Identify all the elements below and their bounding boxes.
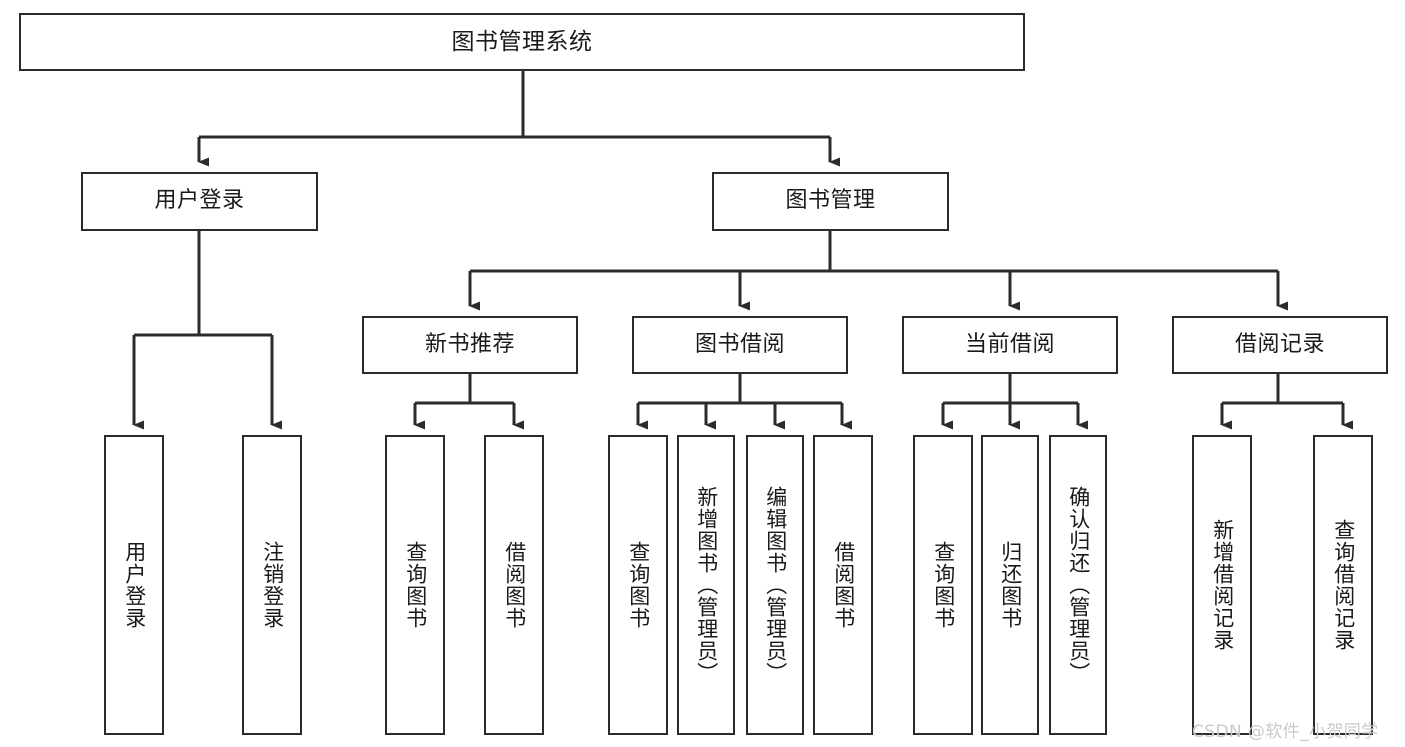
node-label: 查询图书 (931, 541, 956, 629)
node-label: 确认归还（管理员） (1066, 486, 1091, 684)
leaf-query-book-current[interactable]: 查询图书 (913, 435, 973, 735)
node-label: 图书借阅 (694, 331, 785, 357)
connector-borrow-to-leaves (636, 374, 852, 430)
node-label: 查询借阅记录 (1331, 519, 1356, 651)
leaf-query-book-newbook[interactable]: 查询图书 (385, 435, 445, 735)
connector-newbook-to-leaves (413, 374, 524, 430)
node-label: 用户登录 (122, 541, 147, 629)
leaf-edit-book-admin[interactable]: 编辑图书（管理员） (746, 435, 804, 735)
node-label: 借阅图书 (831, 541, 856, 629)
node-book-management[interactable]: 图书管理 (712, 172, 949, 231)
leaf-return-book[interactable]: 归还图书 (981, 435, 1039, 735)
leaf-logout[interactable]: 注销登录 (242, 435, 302, 735)
node-label: 用户登录 (154, 188, 245, 214)
leaf-borrow-book-newbook[interactable]: 借阅图书 (484, 435, 544, 735)
leaf-add-book-admin[interactable]: 新增图书（管理员） (677, 435, 735, 735)
node-label: 新书推荐 (424, 331, 515, 357)
leaf-confirm-return-admin[interactable]: 确认归还（管理员） (1049, 435, 1107, 735)
connector-userlogin-to-leaves (132, 231, 282, 430)
node-label: 编辑图书（管理员） (763, 486, 788, 684)
leaf-user-login[interactable]: 用户登录 (104, 435, 164, 735)
node-new-book-recommend[interactable]: 新书推荐 (362, 316, 578, 374)
leaf-borrow-book[interactable]: 借阅图书 (813, 435, 873, 735)
leaf-add-borrow-record[interactable]: 新增借阅记录 (1192, 435, 1252, 735)
leaf-query-book-borrow[interactable]: 查询图书 (608, 435, 668, 735)
node-label: 归还图书 (998, 541, 1023, 629)
connector-records-to-leaves (1220, 374, 1353, 430)
node-user-login[interactable]: 用户登录 (81, 172, 318, 231)
node-label: 借阅记录 (1234, 331, 1325, 357)
node-current-borrow[interactable]: 当前借阅 (902, 316, 1118, 374)
connector-bookmgmt-to-level2 (468, 231, 1288, 311)
node-borrow-records[interactable]: 借阅记录 (1172, 316, 1388, 374)
node-label: 新增借阅记录 (1210, 519, 1235, 651)
leaf-query-borrow-record[interactable]: 查询借阅记录 (1313, 435, 1373, 735)
csdn-watermark: CSDN @软件_小贺同学 (1192, 722, 1379, 742)
node-label: 新增图书（管理员） (694, 486, 719, 684)
node-label: 当前借阅 (964, 331, 1055, 357)
node-label: 注销登录 (260, 541, 285, 629)
node-root-system[interactable]: 图书管理系统 (19, 13, 1025, 71)
node-label: 图书管理系统 (451, 28, 593, 55)
node-label: 查询图书 (626, 541, 651, 629)
node-book-borrow[interactable]: 图书借阅 (632, 316, 848, 374)
connector-current-to-leaves (941, 374, 1088, 430)
connector-root-to-level1 (197, 71, 840, 167)
node-label: 图书管理 (785, 188, 876, 214)
node-label: 查询图书 (403, 541, 428, 629)
node-label: 借阅图书 (502, 541, 527, 629)
